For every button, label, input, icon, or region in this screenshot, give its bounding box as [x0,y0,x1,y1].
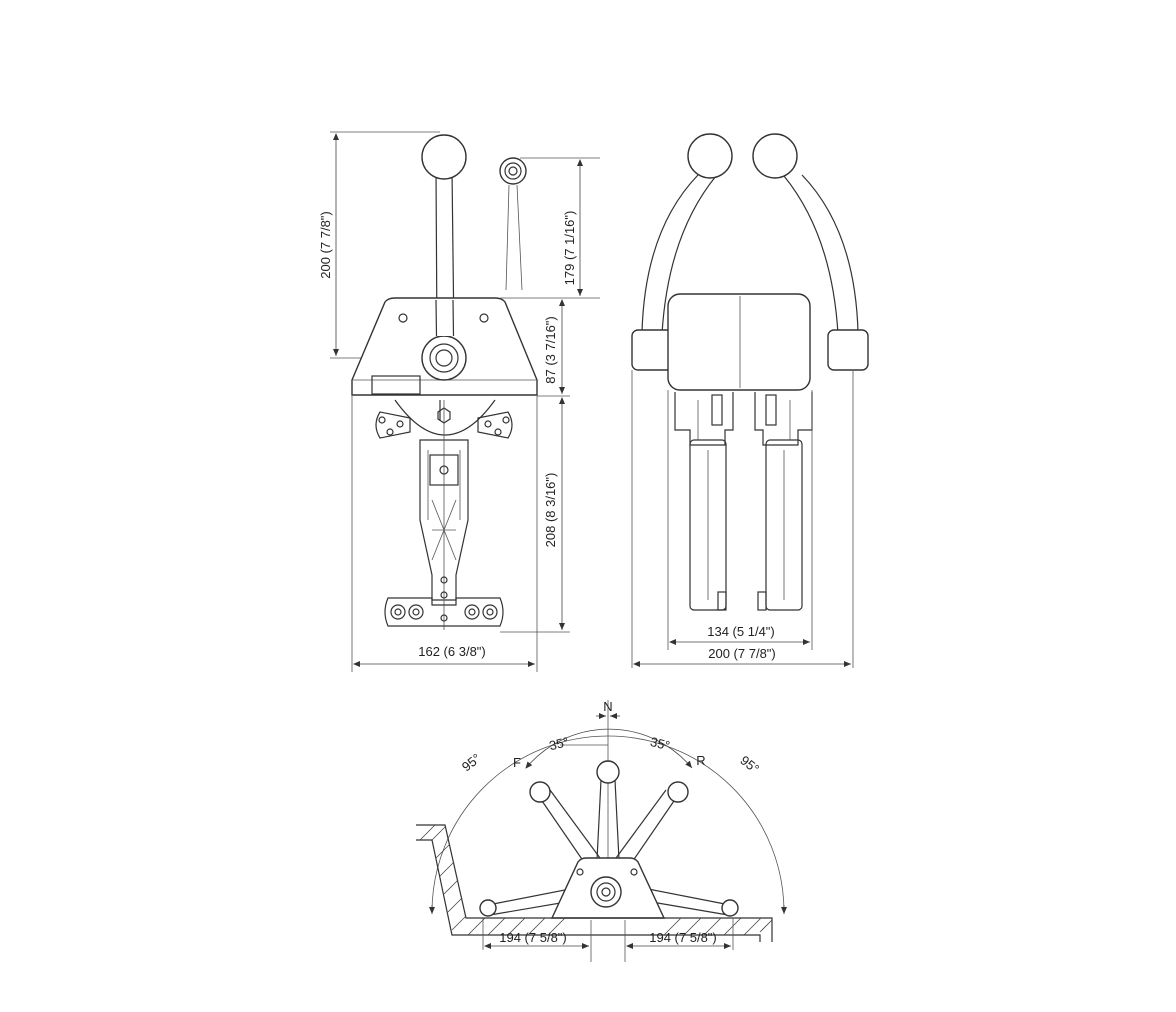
dim-left-travel: 194 (7 5/8") [499,930,567,945]
brand-logo: vetus [379,378,413,393]
front-view: 134 (5 1/4") 200 (7 7/8") [631,133,869,668]
label-forward: F [513,755,521,770]
dim-lever-height: 200 (7 7/8") [318,211,333,279]
side-view: vetus 200 (7 7/8") [318,131,600,672]
label-reverse: R [696,753,705,768]
dim-housing-height: 87 (3 7/16") [543,316,558,384]
housing-front [667,293,811,391]
dim-right-travel: 194 (7 5/8") [649,930,717,945]
angle-right-max: 95° [737,752,762,776]
lever-knob-right [752,133,798,179]
dim-side-width: 162 (6 3/8") [418,644,486,659]
angle-forward: 35° [548,734,571,753]
lever-knob-left [687,133,733,179]
dim-below-deck: 208 (8 3/16") [543,473,558,548]
deck-hatching [419,824,773,936]
dim-front-inner-width: 134 (5 1/4") [707,624,775,639]
dim-knob-height: 179 (7 1/16") [562,211,577,286]
lever-knob-side [421,134,467,180]
swing-diagram: 194 (7 5/8") 194 (7 5/8") N F R 35° 35° … [416,699,787,962]
label-neutral: N [603,699,612,714]
angle-left-max: 95° [459,750,484,774]
dim-front-outer-width: 200 (7 7/8") [708,646,776,661]
angle-reverse: 35° [649,734,672,753]
